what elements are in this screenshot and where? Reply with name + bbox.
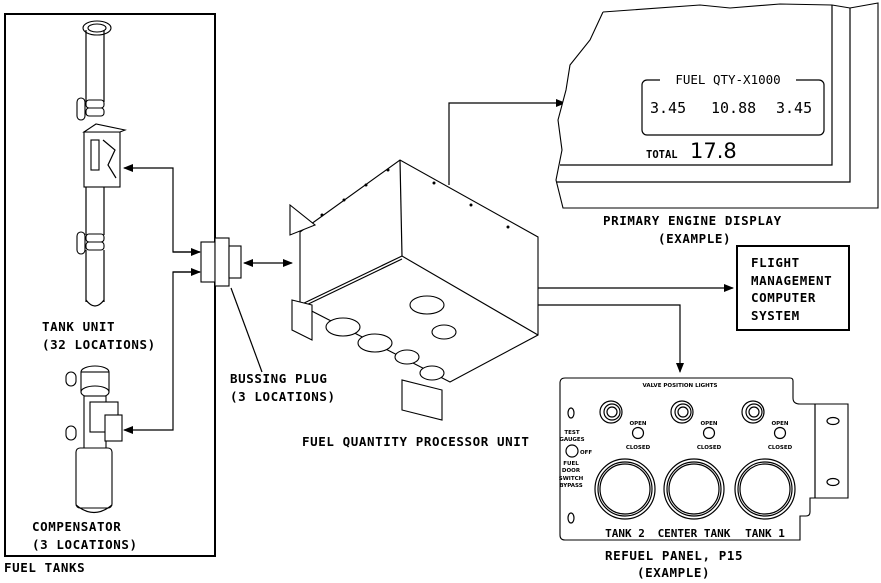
- closed-label-1: CLOSED: [626, 445, 651, 451]
- gauges-label: GAUGES: [559, 437, 584, 443]
- open-label-2: OPEN: [700, 421, 717, 427]
- valve-light-tank-1: [741, 400, 765, 424]
- valve-switch-tank-2[interactable]: [631, 426, 645, 440]
- valve-switch-tank-1[interactable]: [773, 426, 787, 440]
- gauge-center-tank: [663, 458, 725, 520]
- test-gauges-switch[interactable]: [565, 444, 579, 458]
- compensator-icon: [65, 365, 123, 514]
- primary-engine-display: FUEL QTY-X1000 3.45 10.88 3.45 TOTAL 17.…: [555, 2, 879, 209]
- center-tank-quantity: 10.88: [711, 99, 756, 117]
- tank-unit-count-label: (32 LOCATIONS): [42, 337, 156, 352]
- gauge-label-center-tank: CENTER TANK: [658, 527, 731, 540]
- tank-connections: [123, 164, 201, 434]
- tank-unit-icon: [76, 20, 127, 307]
- total-label: TOTAL: [646, 149, 678, 161]
- open-label-3: OPEN: [771, 421, 788, 427]
- closed-label-2: CLOSED: [697, 445, 722, 451]
- total-quantity: 17.8: [690, 139, 737, 163]
- refuel-panel: VALVE POSITION LIGHTS OPEN CLOSED OPEN C…: [559, 377, 849, 541]
- left-tank-quantity: 3.45: [650, 99, 686, 117]
- test-label: TEST: [564, 430, 579, 436]
- primary-engine-display-qualifier: (EXAMPLE): [658, 231, 731, 246]
- valve-position-lights-label: VALVE POSITION LIGHTS: [643, 383, 718, 389]
- gauge-label-tank-2: TANK 2: [605, 527, 645, 540]
- gauge-tank-2: [594, 458, 656, 520]
- tank-unit-label: TANK UNIT: [42, 319, 115, 334]
- right-tank-quantity: 3.45: [776, 99, 812, 117]
- bussing-plug-leader: [230, 287, 263, 373]
- bypass-line-3: SWITCH: [559, 476, 584, 482]
- bypass-line-2: DOOR: [562, 468, 581, 474]
- compensator-label: COMPENSATOR: [32, 519, 121, 534]
- bypass-line-1: FUEL: [563, 461, 579, 467]
- off-label: OFF: [580, 450, 592, 456]
- fuel-tanks-group: TANK UNIT (32 LOCATIONS) COMPENSATOR (3 …: [4, 13, 216, 557]
- gauge-label-tank-1: TANK 1: [745, 527, 785, 540]
- bussing-plug-icon: [200, 237, 242, 287]
- bypass-line-4: BYPASS: [559, 483, 582, 489]
- valve-switch-center[interactable]: [702, 426, 716, 440]
- processor-to-refuel-arrow: [538, 304, 684, 373]
- fmc-line-3: COMPUTER: [751, 290, 816, 305]
- fmc-line-2: MANAGEMENT: [751, 273, 832, 288]
- gauge-tank-1: [734, 458, 796, 520]
- processor-unit-icon: [289, 159, 539, 421]
- fmc-line-1: FLIGHT: [751, 255, 800, 270]
- refuel-panel-qualifier: (EXAMPLE): [637, 565, 710, 580]
- compensator-count-label: (3 LOCATIONS): [32, 537, 138, 552]
- closed-label-3: CLOSED: [768, 445, 793, 451]
- fuel-tanks-label: FUEL TANKS: [4, 560, 85, 575]
- bussing-plug-count-label: (3 LOCATIONS): [230, 389, 336, 404]
- refuel-panel-label: REFUEL PANEL, P15: [605, 548, 743, 563]
- fuel-qty-header: FUEL QTY-X1000: [675, 72, 780, 87]
- primary-engine-display-label: PRIMARY ENGINE DISPLAY: [603, 213, 782, 228]
- bussing-plug-label: BUSSING PLUG: [230, 371, 328, 386]
- processor-unit-label: FUEL QUANTITY PROCESSOR UNIT: [302, 434, 530, 449]
- open-label-1: OPEN: [629, 421, 646, 427]
- fmc-line-4: SYSTEM: [751, 308, 800, 323]
- valve-light-tank-2: [599, 400, 623, 424]
- valve-light-center: [670, 400, 694, 424]
- processor-to-display-arrow: [448, 99, 566, 185]
- flight-management-computer-box: FLIGHT MANAGEMENT COMPUTER SYSTEM: [736, 245, 850, 331]
